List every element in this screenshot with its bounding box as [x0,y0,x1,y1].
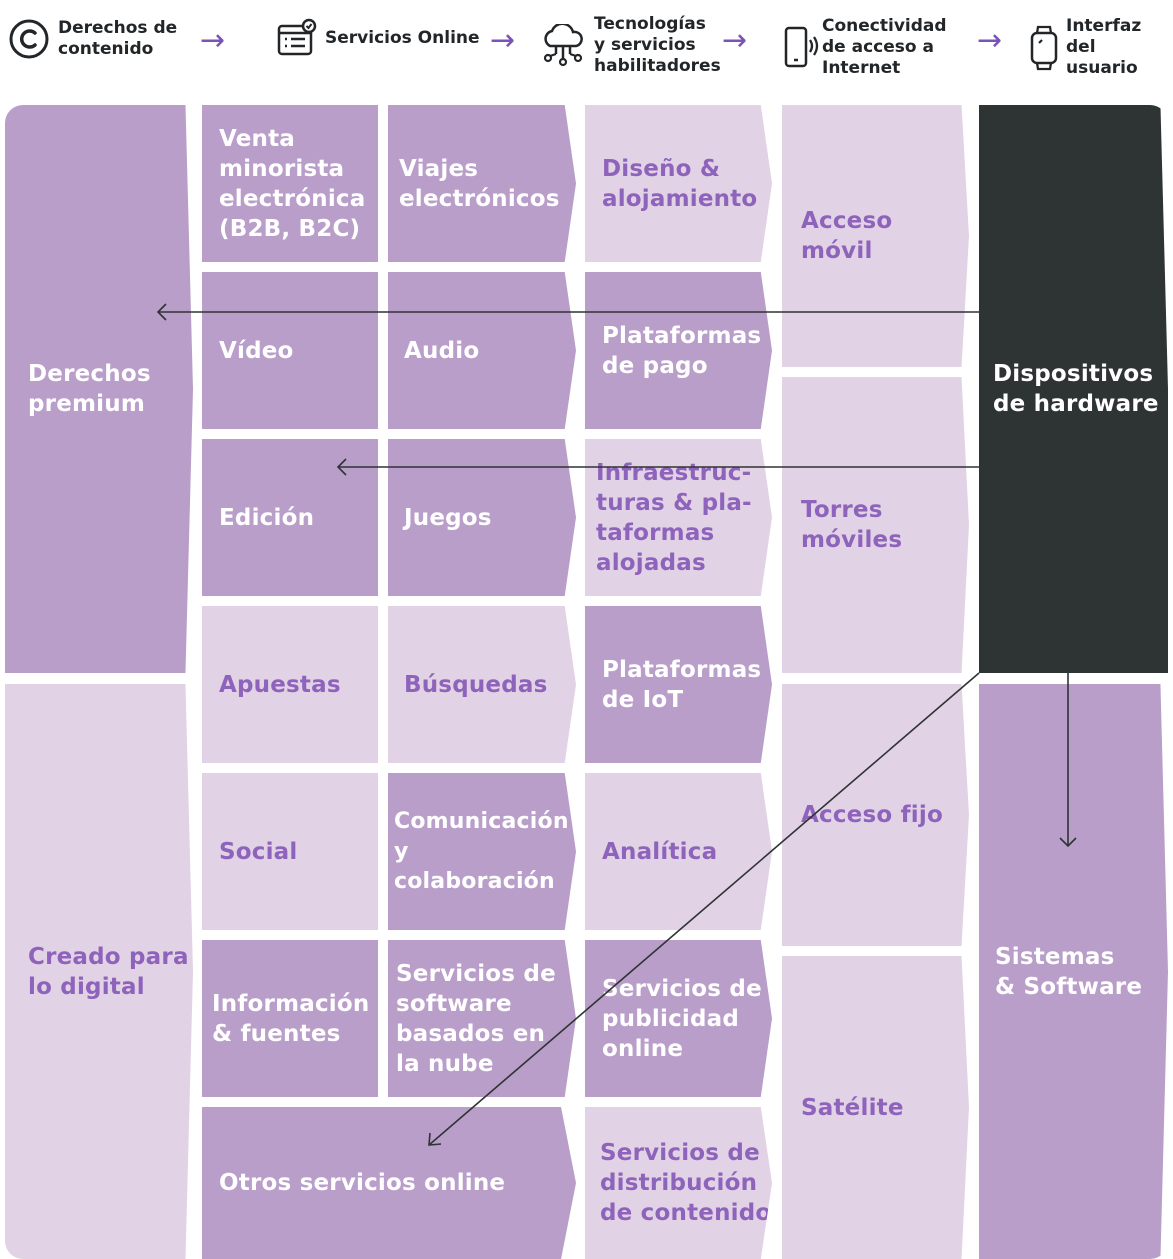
service-games: Juegos [388,439,576,596]
service-label: Juegos [404,504,492,531]
enabler-label: Infraestruc- turas & pla- taformas aloja… [596,459,752,576]
connectivity-label: Acceso móvil [801,208,893,264]
header-step-enabling-technologies: Tecnologías y servicios habilitadores [540,14,721,77]
rights-digital-block: Creado para lo digital [5,684,193,1259]
connectivity-mobile-towers: Torres móviles [782,377,969,673]
connectivity-label: Satélite [801,1094,904,1121]
flow-arrow-icon: → [490,23,516,58]
service-retail: Venta minorista electrónica (B2B, B2C) [202,105,378,262]
service-publishing: Edición [202,439,378,596]
enabler-content-distribution: Servicios de distribución de contenido [585,1107,772,1259]
connectivity-label: Acceso fijo [801,802,943,828]
enabler-online-advertising: Servicios de publicidad online [585,940,772,1097]
service-label: Viajes electrónicos [399,155,560,212]
service-communication: Comunicación y colaboración [388,773,576,930]
connectivity-satellite: Satélite [782,956,969,1259]
service-label: Servicios de software basados en la nube [396,960,556,1077]
smartwatch-icon [1030,25,1058,71]
enabler-payment-platforms: Plataformas de pago [585,272,772,429]
service-information: Información & fuentes [202,940,378,1097]
value-chain-header: Derechos de contenido → Servicios Online… [0,0,1173,95]
service-audio: Audio [388,272,576,429]
service-social: Social [202,773,378,930]
interface-label: Sistemas & Software [995,943,1143,1000]
service-label: Audio [404,337,480,364]
enabler-analytics: Analítica [585,773,772,930]
flow-arrow-icon: → [722,23,748,58]
enabler-design-hosting: Diseño & alojamiento [585,105,772,262]
service-label: Otros servicios online [219,1170,506,1196]
rights-premium-block: Derechos premium [5,105,193,673]
enabler-label: Plataformas de IoT [602,656,762,713]
cloud-network-icon [540,23,586,68]
service-other-online: Otros servicios online [202,1107,576,1259]
header-step-label: Interfaz del usuario [1066,16,1142,78]
flow-arrow-icon: → [977,23,1003,58]
connectivity-label: Torres móviles [801,497,903,553]
rights-digital-label: Creado para lo digital [28,943,189,1000]
online-services-icon [277,18,317,58]
service-label: Información & fuentes [212,990,370,1047]
copyright-icon [8,18,50,60]
header-step-label: Conectividad de acceso a Internet [822,16,947,78]
service-label: Social [219,838,298,865]
header-step-online-services: Servicios Online [277,18,480,58]
header-step-user-interface: Interfaz del usuario [1030,16,1173,79]
connectivity-mobile-access: Acceso móvil [782,105,969,367]
header-step-label: Tecnologías y servicios habilitadores [594,14,721,76]
service-search: Búsquedas [388,606,576,763]
interface-hardware-devices: Dispositivos de hardware [979,105,1168,673]
service-label: Comunicación y colaboración [394,808,569,894]
enabler-hosted-infrastructure: Infraestruc- turas & pla- taformas aloja… [585,439,772,596]
header-step-label: Servicios Online [325,27,480,48]
service-label: Edición [219,504,315,531]
service-cloud-software: Servicios de software basados en la nube [388,940,576,1097]
enabler-label: Diseño & alojamiento [602,155,758,212]
enabler-iot-platforms: Plataformas de IoT [585,606,772,763]
service-label: Apuestas [219,671,341,698]
interface-systems-software: Sistemas & Software [979,684,1168,1259]
interface-label: Dispositivos de hardware [993,361,1159,417]
enabler-label: Servicios de distribución de contenido [600,1140,772,1226]
rights-premium-label: Derechos premium [28,361,151,417]
service-label: Venta minorista electrónica (B2B, B2C) [219,125,366,242]
flow-arrow-icon: → [200,23,226,58]
service-travel: Viajes electrónicos [388,105,576,262]
service-label: Vídeo [219,337,294,364]
header-step-label: Derechos de contenido [58,18,178,59]
enabler-label: Servicios de publicidad online [602,975,762,1062]
enabler-label: Analítica [602,838,718,865]
service-video: Vídeo [202,272,378,429]
service-label: Búsquedas [404,671,548,698]
header-step-content-rights: Derechos de contenido [8,18,177,60]
connectivity-fixed-access: Acceso fijo [782,684,969,946]
enabler-label: Plataformas de pago [602,322,762,379]
header-step-internet-connectivity: Conectividad de acceso a Internet [784,16,947,79]
mobile-signal-icon [784,26,820,70]
service-gambling: Apuestas [202,606,378,763]
